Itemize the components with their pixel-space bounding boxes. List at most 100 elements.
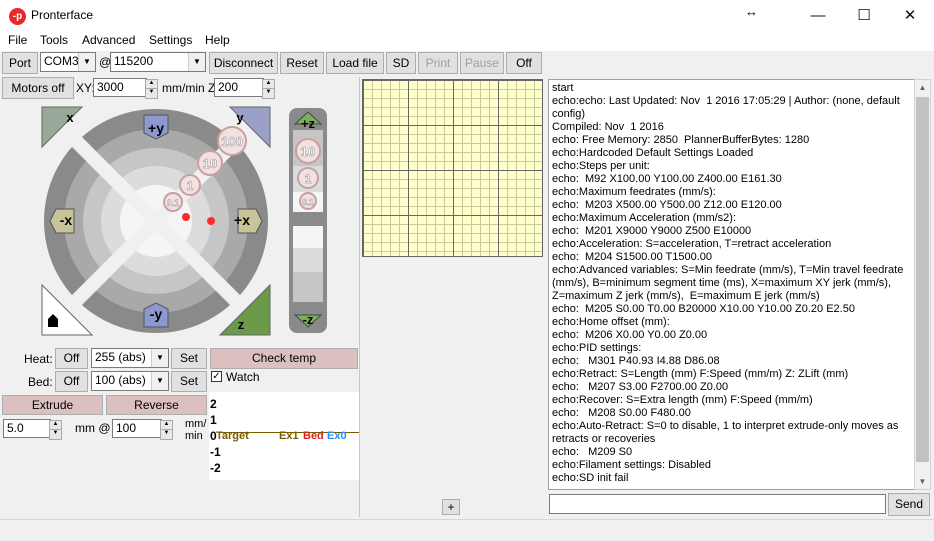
- menu-settings[interactable]: Settings: [149, 33, 193, 47]
- console-line: echo:echo: Last Updated: Nov 1 2016 17:0…: [552, 95, 903, 120]
- z-step-10-label: 10: [301, 144, 315, 159]
- command-input[interactable]: [549, 494, 886, 514]
- chevron-down-icon: ▼: [188, 53, 205, 71]
- console-line: echo:Auto-Retract: S=0 to disable, 1 to …: [552, 420, 902, 445]
- watch-label: Watch: [226, 370, 260, 384]
- scroll-down-icon[interactable]: ▼: [918, 477, 927, 486]
- port-select[interactable]: COM3▼: [40, 52, 96, 72]
- home-z-corner[interactable]: [218, 283, 271, 336]
- legend-ex0: Ex0: [327, 430, 347, 442]
- menu-advanced[interactable]: Advanced: [82, 33, 136, 47]
- arrow-left-icon[interactable]: [49, 208, 75, 234]
- status-bar: [0, 519, 934, 541]
- console-line: echo:Retract: S=Length (mm) F:Speed (mm/…: [552, 368, 849, 380]
- home-x-corner[interactable]: [41, 106, 84, 149]
- z-feedrate-input[interactable]: 200 ▲ ▼: [214, 78, 275, 99]
- bed-temp-select[interactable]: 100 (abs)▼: [91, 371, 169, 391]
- console-line: echo:Acceleration: S=acceleration, T=ret…: [552, 238, 832, 250]
- check-temp-button[interactable]: Check temp: [210, 348, 358, 369]
- xy-feedrate-input[interactable]: 3000 ▲ ▼: [93, 78, 158, 99]
- scrollbar-thumb[interactable]: [916, 97, 929, 462]
- motors-off-button[interactable]: Motors off: [2, 77, 74, 99]
- menu-tools[interactable]: Tools: [40, 33, 69, 47]
- load-file-button[interactable]: Load file: [326, 52, 384, 74]
- spin-down-icon[interactable]: ▼: [160, 429, 173, 440]
- z-step-1-label: 1: [305, 172, 312, 186]
- step-bubble[interactable]: [295, 138, 321, 164]
- baud-value: 115200: [114, 54, 154, 68]
- z-step-01-label: 0.1: [302, 198, 314, 207]
- port-value: COM3: [44, 54, 79, 68]
- step-bubble[interactable]: [299, 192, 317, 210]
- print-button[interactable]: Print: [418, 52, 458, 74]
- close-icon[interactable]: ✕: [903, 7, 917, 24]
- step-bubble[interactable]: [197, 150, 223, 176]
- reset-button[interactable]: Reset: [280, 52, 324, 74]
- pause-button[interactable]: Pause: [460, 52, 504, 74]
- console-line: echo: M201 X9000 Y9000 Z500 E10000: [552, 225, 752, 237]
- console-line: echo: Free Memory: 2850 PlannerBufferByt…: [552, 134, 810, 146]
- minus-x-label: -x: [60, 212, 73, 228]
- home-y-corner[interactable]: [228, 106, 271, 149]
- arrow-up-icon[interactable]: [293, 111, 323, 125]
- legend-ex1: Ex1: [279, 430, 299, 442]
- step-bubble[interactable]: [179, 174, 201, 196]
- step-10-label: 10: [203, 156, 217, 171]
- xy-value: 3000: [97, 80, 124, 94]
- spin-down-icon[interactable]: ▼: [262, 88, 275, 99]
- send-button[interactable]: Send: [888, 493, 930, 516]
- temperature-graph: [209, 392, 359, 480]
- menu-file[interactable]: File: [8, 33, 28, 47]
- spin-down-icon[interactable]: ▼: [49, 429, 62, 440]
- home-x-label: x: [66, 110, 74, 125]
- step-bubble[interactable]: [297, 167, 319, 189]
- console-line: echo:SD init fail: [552, 472, 629, 484]
- menu-help[interactable]: Help: [205, 33, 230, 47]
- console-line: echo: M203 X500.00 Y500.00 Z12.00 E120.0…: [552, 199, 782, 211]
- step-bubble[interactable]: [163, 192, 183, 212]
- reverse-button[interactable]: Reverse: [106, 395, 207, 415]
- arrow-up-icon[interactable]: [143, 114, 169, 140]
- bed-set-button[interactable]: Set: [171, 371, 207, 392]
- heat-set-button[interactable]: Set: [171, 348, 207, 369]
- z-jog-control[interactable]: +z -z 10 1 0.1: [289, 108, 327, 333]
- xy-label: XY:: [76, 81, 95, 95]
- arrow-down-icon[interactable]: [293, 314, 323, 328]
- at-label: @: [99, 55, 112, 69]
- console-line: echo:Filament settings: Disabled: [552, 459, 711, 471]
- sd-button[interactable]: SD: [386, 52, 416, 74]
- xy-jog-control[interactable]: 100 10 1 0.1 +y -y -x +x x y z: [40, 105, 272, 337]
- extrude-button[interactable]: Extrude: [2, 395, 103, 415]
- extrude-length-input[interactable]: 5.0 ▲ ▼: [3, 419, 62, 440]
- mm-per-label: mm/: [185, 418, 207, 430]
- arrow-down-icon[interactable]: [143, 302, 169, 328]
- bed-off-button[interactable]: Off: [55, 371, 88, 392]
- console-line: echo: M92 X100.00 Y100.00 Z400.00 E161.3…: [552, 173, 782, 185]
- disconnect-button[interactable]: Disconnect: [209, 52, 278, 74]
- step-bubble[interactable]: [217, 126, 247, 156]
- baud-select[interactable]: 115200 ▼: [110, 52, 206, 72]
- extrude-speed-input[interactable]: 100 ▲ ▼: [112, 419, 173, 440]
- print-preview-grid[interactable]: [362, 79, 543, 257]
- resize-icon: ↔: [745, 4, 758, 19]
- z-step-1-down[interactable]: [293, 248, 323, 272]
- minimize-icon[interactable]: —: [810, 7, 826, 24]
- z-step-01-down[interactable]: [293, 226, 323, 248]
- off-button[interactable]: Off: [506, 52, 542, 74]
- home-y-label: y: [236, 110, 244, 125]
- z-step-10-down[interactable]: [293, 272, 323, 302]
- add-icon[interactable]: +: [442, 499, 460, 515]
- graph-tick: 0: [210, 429, 217, 443]
- home-z-label: z: [238, 317, 245, 332]
- scroll-up-icon[interactable]: ▲: [918, 83, 927, 92]
- watch-checkbox[interactable]: ✓: [211, 371, 222, 382]
- spin-down-icon[interactable]: ▼: [145, 88, 158, 99]
- heat-off-button[interactable]: Off: [55, 348, 88, 369]
- port-button[interactable]: Port: [2, 52, 38, 74]
- maximize-icon[interactable]: ☐: [857, 7, 871, 24]
- arrow-right-icon[interactable]: [237, 208, 263, 234]
- position-marker: [182, 213, 190, 221]
- heat-temp-select[interactable]: 255 (abs)▼: [91, 348, 169, 368]
